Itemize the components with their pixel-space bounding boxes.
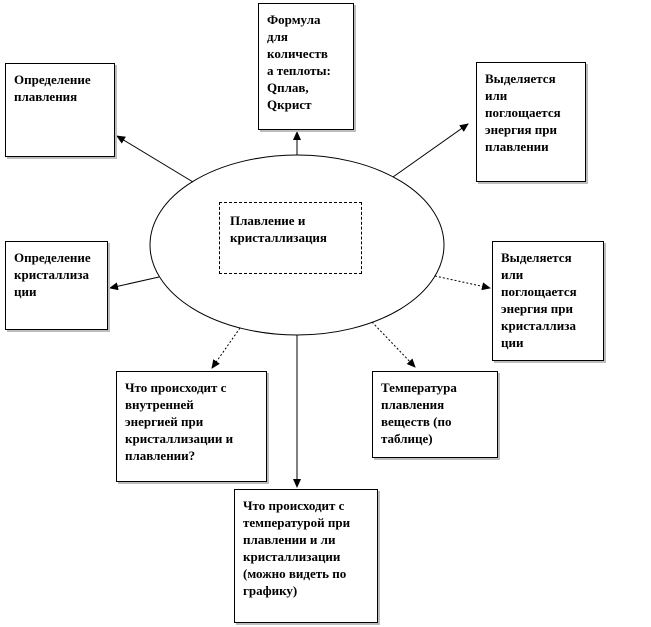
melting-definition-box: Определение плавления (5, 63, 115, 157)
crystallization-definition-box: Определение кристаллиза ции (5, 241, 108, 330)
arrow-to-melting-definition-box (116, 135, 194, 183)
arrow-to-melting-temperature-box (371, 321, 416, 368)
melting-energy-box: Выделяется или поглощается энергия при п… (476, 62, 586, 182)
arrow-to-crystallization-definition-box (109, 276, 160, 291)
center-title-box: Плавление и кристаллизация (219, 202, 362, 274)
arrow-to-melting-energy-box (392, 123, 469, 178)
crystallization-energy-box: Выделяется или поглощается энергия при к… (492, 241, 604, 361)
arrow-to-internal-energy-box (211, 327, 241, 369)
melting-temperature-box: Температура плавления веществ (по таблиц… (372, 371, 498, 458)
internal-energy-box: Что происходит с внутренней энергией при… (116, 371, 267, 482)
arrow-to-crystallization-energy-box (434, 275, 491, 291)
formula-box: Формула для количеств а теплоты: Qплав, … (258, 3, 354, 130)
temperature-change-box: Что происходит с температурой при плавле… (234, 489, 378, 623)
